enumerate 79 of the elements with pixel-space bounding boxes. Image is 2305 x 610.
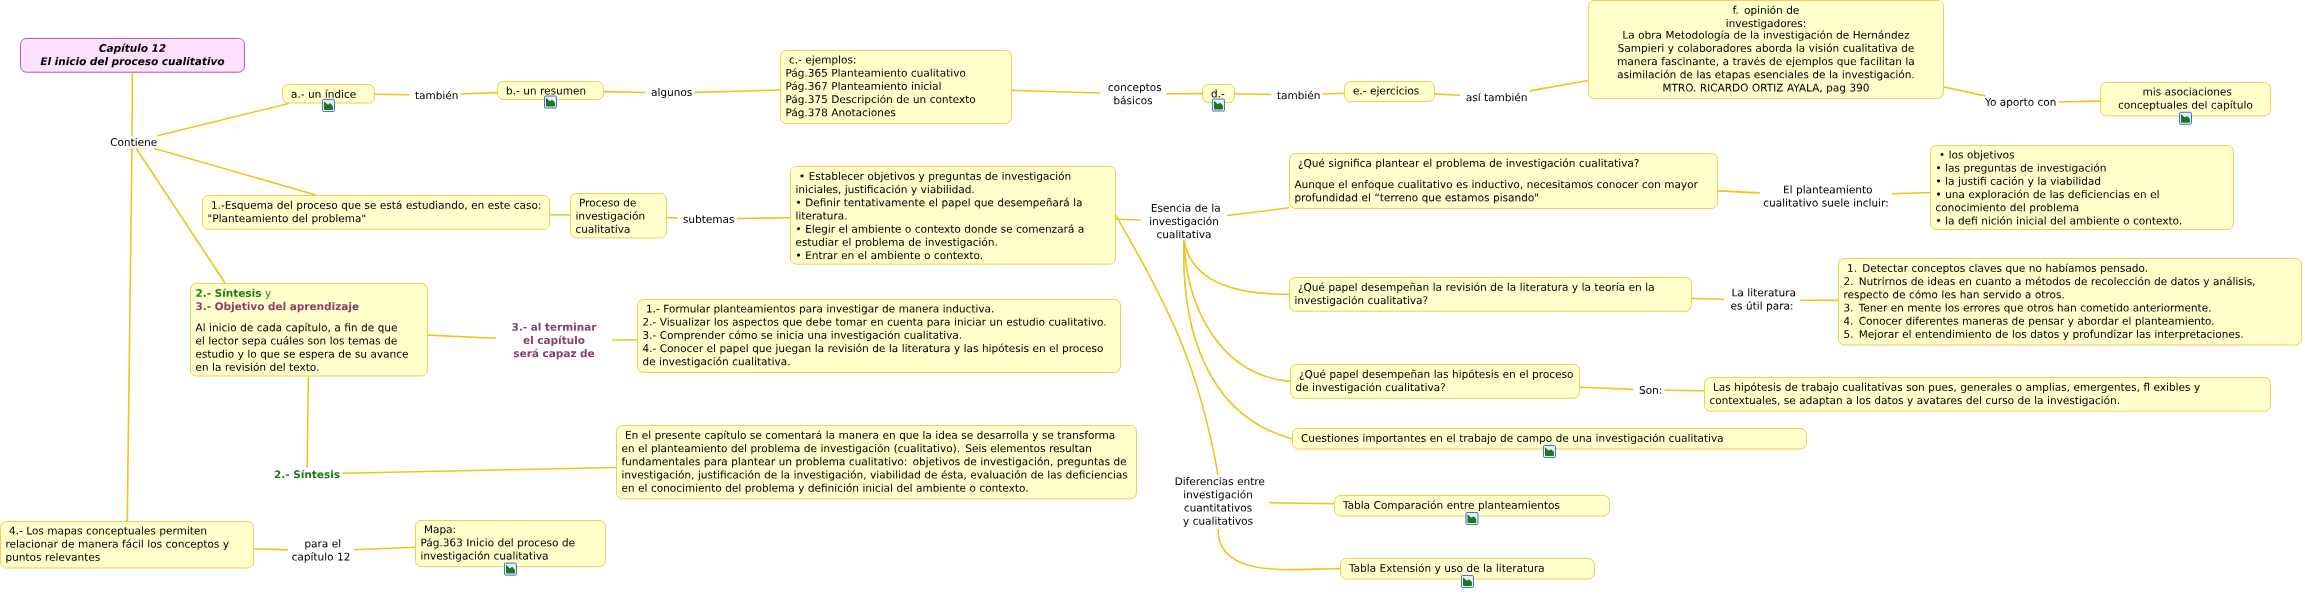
connector-line: [1115, 214, 1219, 476]
topic-box: Tabla Comparación entre planteamientos: [1334, 495, 1610, 517]
connector-line: [1165, 92, 1203, 95]
topic-box: 2.- Síntesis y 3.- Objetivo del aprendizaje Al inicio de cada capítulo, a fin de que el lector sepa cuáles son los temas de estudio y lo que se espera de su avance en la revisión del texto.: [190, 283, 428, 377]
connector-line: [1115, 218, 1142, 221]
topic-box: c.- ejemplos: Pág.365 Planteamiento cualitativo Pág.367 Planteamiento inicial Pág.375 Descripción de un contexto Pág.378 Anotaciones: [780, 50, 1012, 124]
connector-line: [1226, 207, 1290, 217]
topic-box: e.- ejercicios: [1344, 81, 1435, 103]
topic-box: En el presente capítulo se comentará la manera en que la idea se desarrolla y se transforma en el planteamiento del problema de investigación (cualitativo). Seis elementos resultan fundamentales para plantear un problema cualitativo: objetivos de investigación, preguntas de investigación, justificación de la investigación, viabilidad de ésta, evaluación de las deficiencias en el conocimiento del problema y definición inicial del ambiente o contexto.: [616, 425, 1137, 500]
topic-box: 1. Detectar conceptos claves que no habíamos pensado. 2. Nutrirnos de ideas en cuanto a métodos de recolección de datos y análisis, respecto de cómo les han servido a otros. 3. Tener en mente los errores que otros han cometido anteriormente. 4. Conocer diferentes maneras de pensar y abordar el planteamiento. 5. Mejorar el entendimiento de los datos y profundizar las interpretaciones.: [1838, 258, 2302, 346]
topic-box: d.-: [1202, 84, 1235, 103]
topic-box: f. opinión de investigadores: La obra Metodología de la investigación de Hernández Sampieri y colaboradores aborda la visión cualitativa de manera fascinante, a través de ejemplos que facilitan la asimilación de las etapas esenciales de la investigación. MTRO. RICARDO ORTIZ AYALA, pag 390: [1588, 0, 1944, 100]
topic-box: Las hipótesis de trabajo cualitativas son pues, generales o amplias, emergentes, fl exibles y contextuales, se adaptan a los datos y avatares del curso de la investigación.: [1704, 377, 2271, 412]
linking-phrase: también: [1277, 90, 1320, 100]
topic-box: 1.- Formular planteamientos para investigar de manera inductiva. 2.- Visualizar los aspectos que debe tomar en cuenta para iniciar un estudio cualitativo. 3.- Comprender cómo se inicia una investigación cualitativa. 4.- Conocer el papel que juegan la revisión de la literatura y las hipótesis en el proceso de investigación cualitativa.: [637, 299, 1121, 373]
connector-line: [603, 90, 647, 94]
topic-box: 4.- Los mapas conceptuales permiten relacionar de manera fácil los conceptos y puntos relevantes: [0, 521, 254, 569]
connector-line: [611, 338, 638, 341]
linking-phrase: algunos: [651, 87, 692, 99]
connector-line: [1268, 501, 1335, 505]
topic-box: Tabla Extensión y uso de la literatura: [1340, 558, 1595, 580]
connector-line: [1691, 297, 1725, 300]
connector-line: [306, 375, 310, 469]
topic-box: Proceso de investigación cualitativa: [570, 193, 667, 239]
title-box: Capítulo 12 El inicio del proceso cualitativo: [20, 38, 245, 73]
connector-line: [126, 147, 133, 522]
connector-line: [427, 334, 497, 340]
linking-phrase: Yo aporto con: [1985, 98, 2056, 108]
connector-line: [549, 213, 571, 216]
linking-phrase: 3.- al terminar el capítulo será capaz de: [512, 322, 597, 360]
connector-line: [1183, 239, 1293, 440]
linking-phrase: así también: [1466, 92, 1527, 102]
linking-phrase: Son:: [1639, 386, 1662, 394]
topic-box: ¿Qué papel desempeñan las hipótesis en el proceso de investigación cualitativa?: [1290, 364, 1580, 399]
connector-line: [374, 93, 411, 96]
connector-line: [1234, 93, 1273, 96]
linking-phrase: también: [415, 90, 458, 100]
connector-line: [156, 102, 290, 137]
linking-phrase: para el capítulo 12: [292, 539, 350, 563]
connector-line: [341, 466, 617, 475]
connector-line: [459, 91, 498, 95]
connector-line: [1011, 89, 1101, 94]
linking-phrase: conceptos básicos: [1108, 83, 1162, 105]
topic-box: a.- un índice: [282, 84, 375, 104]
connector-line: [131, 71, 134, 137]
connector-line: [135, 147, 226, 284]
topic-box: • los objetivos • las preguntas de investigación • la justifi cación y la viabilidad • una exploración de las deficiencias en el conocimiento del problema • la defi nición inicial del ambiente o contexto.: [1930, 145, 2234, 230]
topic-box: b.- un resumen: [497, 81, 604, 100]
topic-box: mis asociaciones conceptuales del capítulo: [2100, 82, 2271, 117]
topic-box: Mapa: Pág.363 Inicio del proceso de investigación cualitativa: [415, 520, 606, 568]
topic-box: Cuestiones importantes en el trabajo de campo de una investigación cualitativa: [1292, 428, 1807, 450]
linking-phrase: Diferencias entre investigación cuantitativos y cualitativos: [1175, 477, 1265, 527]
topic-box: • Establecer objetivos y preguntas de investigación iniciales, justificación y viabilidad. • Definir tentativamente el papel que desempeñará la literatura. • Elegir el ambiente o contexto donde se comenzará a estudiar el problema de investigación. • Entrar en el ambiente o contexto.: [790, 166, 1116, 265]
connector-line: [152, 147, 317, 196]
connector-line: [1217, 528, 1341, 571]
connector-line: [1579, 386, 1635, 391]
linking-phrase: Contiene: [110, 137, 157, 147]
connector-line: [666, 216, 679, 219]
connector-line: [1891, 191, 1931, 195]
connector-line: [253, 548, 289, 551]
topic-box: ¿Qué papel desempeñan la revisión de la literatura y la teoría en la investigación cualitativa?: [1289, 277, 1692, 312]
connector-line: [1528, 79, 1589, 92]
connector-line: [1434, 93, 1462, 96]
linking-phrase: subtemas: [683, 214, 734, 224]
connector-line: [1717, 190, 1761, 194]
connector-line: [1321, 92, 1345, 95]
linking-phrase: La literatura es útil para:: [1731, 288, 1796, 312]
linking-phrase: El planteamiento cualitativo suele incluir:: [1763, 185, 1888, 207]
connector-line: [1663, 389, 1705, 392]
connector-line: [353, 546, 416, 551]
connector-line: [735, 216, 791, 220]
topic-box: ¿Qué significa plantear el problema de investigación cualitativa? Aunque el enfoque cualitativo es inductivo, necesitamos conocer con mayor profundidad el “terreno que estamos pisando": [1289, 153, 1718, 209]
connector-line: [693, 89, 781, 94]
connector-line: [1943, 86, 1987, 97]
connector-line: [2057, 100, 2101, 103]
connector-line: [1799, 299, 1839, 302]
linking-phrase: Esencia de la investigación cualitativa: [1150, 203, 1220, 239]
topic-box: 1.-Esquema del proceso que se está estudiando, en este caso: "Planteamiento del problema": [202, 195, 550, 230]
linking-phrase: 2.- Síntesis: [274, 469, 340, 479]
